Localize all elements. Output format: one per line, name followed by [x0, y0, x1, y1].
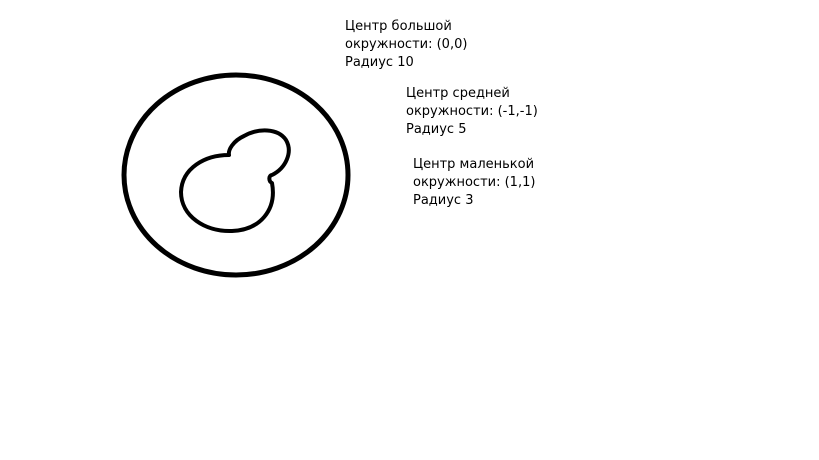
- medium-circle-label-line1: Центр средней: [406, 86, 510, 101]
- merged-medium-small-circles: [179, 128, 291, 234]
- medium-circle-label-line3: Радиус 5: [406, 122, 467, 137]
- small-circle-label: Центр маленькой окружности: (1,1) Радиус…: [413, 156, 535, 210]
- medium-circle-label-line2: окружности: (-1,-1): [406, 104, 538, 119]
- large-circle: [121, 72, 351, 278]
- large-circle-label-line1: Центр большой: [345, 19, 452, 34]
- large-circle-label-line2: окружности: (0,0): [345, 37, 468, 52]
- small-circle-label-line2: окружности: (1,1): [413, 175, 536, 190]
- large-circle-label-line3: Радиус 10: [345, 55, 414, 70]
- medium-circle-label: Центр средней окружности: (-1,-1) Радиус…: [406, 85, 538, 139]
- small-circle-label-line1: Центр маленькой: [413, 157, 535, 172]
- large-circle-label: Центр большой окружности: (0,0) Радиус 1…: [345, 18, 467, 72]
- small-circle-label-line3: Радиус 3: [413, 193, 474, 208]
